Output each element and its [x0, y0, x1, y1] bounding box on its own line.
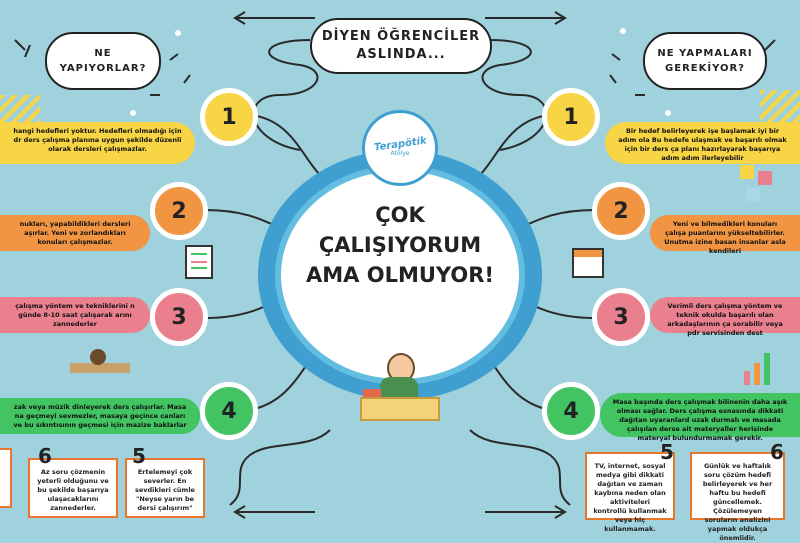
right-circle-2: 2 — [592, 182, 650, 240]
bottom-card-4: Günlük ve haftalık soru çözüm hedefi bel… — [690, 452, 785, 542]
bottom-card-2-number: 5 — [132, 444, 146, 468]
calendar-icon — [572, 248, 604, 278]
body-illustration — [380, 377, 418, 399]
bottom-card-1-text: Az soru çözmenin yeterli olduğunu ve bu … — [37, 468, 109, 512]
decor-dot — [620, 28, 626, 34]
logo: Terapötik Atölye — [362, 110, 438, 186]
right-text-3-content: Verimli ders çalışma yöntem ve teknik ok… — [667, 302, 783, 337]
center-title-line-1: ÇOK — [375, 203, 425, 227]
left-text-1-content: hangi hedefleri yoktur. Hedefleri olmadı… — [13, 127, 182, 153]
decor-dot — [665, 110, 671, 116]
left-circle-2: 2 — [150, 182, 208, 240]
right-text-1: Bir hedef belirleyerek işe başlamak iyi … — [605, 122, 800, 164]
center-title: ÇOK ÇALIŞIYORUM AMA OLMUYOR! — [285, 200, 515, 290]
header-bubble: DİYEN ÖĞRENCİLER ASLINDA... — [310, 18, 492, 74]
right-text-1-content: Bir hedef belirleyerek işe başlamak iyi … — [618, 127, 787, 162]
right-circle-2-number: 2 — [613, 198, 629, 224]
logo-subtitle: Atölye — [390, 150, 410, 157]
left-circle-1: 1 — [200, 88, 258, 146]
right-circle-4-number: 4 — [563, 398, 579, 424]
bottom-card-1: Az soru çözmenin yeterli olduğunu ve bu … — [28, 458, 118, 518]
right-text-3: Verimli ders çalışma yöntem ve teknik ok… — [650, 297, 800, 337]
student-desk-illustration — [355, 345, 445, 430]
bottom-card-2: Ertelemeyi çok severler. En sevdikleri c… — [125, 458, 205, 518]
left-circle-3-number: 3 — [171, 304, 187, 330]
left-text-2-content: nukları, yapabildikleri dersleri aşırlar… — [19, 220, 131, 246]
decor-dot — [130, 110, 136, 116]
right-text-2-content: Yeni ve bilmedikleri konuları çalışa pua… — [664, 220, 786, 255]
sticky-notes-illustration — [740, 165, 780, 210]
left-circle-4-number: 4 — [221, 398, 237, 424]
right-text-4-content: Masa başında ders çalışmak bilinenin dah… — [612, 398, 788, 442]
header-line-1: DİYEN ÖĞRENCİLER — [321, 29, 481, 44]
left-text-4-content: zak veya müzik dinleyerek ders çalışırla… — [13, 403, 187, 429]
left-circle-4: 4 — [200, 382, 258, 440]
header-line-2: ASLINDA... — [356, 47, 446, 62]
right-circle-1-number: 1 — [563, 104, 579, 130]
left-circle-2-number: 2 — [171, 198, 187, 224]
books-illustration — [363, 389, 381, 397]
clipboard-icon — [185, 245, 213, 279]
bottom-card-4-text: Günlük ve haftalık soru çözüm hedefi bel… — [702, 462, 773, 542]
right-text-4: Masa başında ders çalışmak bilinenin dah… — [600, 393, 800, 442]
center-title-line-2: ÇALIŞIYORUM — [318, 233, 482, 257]
left-question-line-2: YAPIYORLAR? — [59, 63, 147, 74]
bottom-card-2-text: Ertelemeyi çok severler. En sevdikleri c… — [135, 468, 195, 512]
bottom-card-3: TV, internet, sosyal medya gibi dikkati … — [585, 452, 675, 533]
right-circle-4: 4 — [542, 382, 600, 440]
right-circle-3: 3 — [592, 288, 650, 346]
bottom-card-3-number: 5 — [660, 440, 674, 464]
desk-illustration — [360, 397, 440, 421]
left-circle-1-number: 1 — [221, 104, 237, 130]
bottom-card-1-number: 6 — [38, 444, 52, 468]
right-question-bubble: NE YAPMALARI GEREKİYOR? — [643, 32, 767, 90]
growth-chart-illustration — [740, 345, 780, 385]
left-text-2: nukları, yapabildikleri dersleri aşırlar… — [0, 215, 150, 251]
right-text-2: Yeni ve bilmedikleri konuları çalışa pua… — [650, 215, 800, 255]
left-text-4: zak veya müzik dinleyerek ders çalışırla… — [0, 398, 200, 434]
left-question-bubble: NE YAPIYORLAR? — [45, 32, 161, 90]
right-question-line-1: NE YAPMALARI — [657, 48, 753, 59]
left-question-line-1: NE — [94, 48, 112, 59]
sleeping-student-illustration — [70, 345, 130, 375]
bottom-card-3-text: TV, internet, sosyal medya gibi dikkati … — [593, 462, 667, 533]
left-text-1: hangi hedefleri yoktur. Hedefleri olmadı… — [0, 122, 195, 164]
right-circle-3-number: 3 — [613, 304, 629, 330]
left-circle-3: 3 — [150, 288, 208, 346]
bottom-card-edge-left — [0, 448, 12, 508]
right-question-line-2: GEREKİYOR? — [665, 63, 745, 74]
left-text-3: çalışma yöntem ve tekniklerini n günde 8… — [0, 297, 150, 333]
center-title-line-3: AMA OLMUYOR! — [306, 263, 494, 287]
left-text-3-content: çalışma yöntem ve tekniklerini n günde 8… — [15, 302, 135, 328]
right-circle-1: 1 — [542, 88, 600, 146]
decor-dot — [175, 30, 181, 36]
bottom-card-4-number: 6 — [770, 440, 784, 464]
